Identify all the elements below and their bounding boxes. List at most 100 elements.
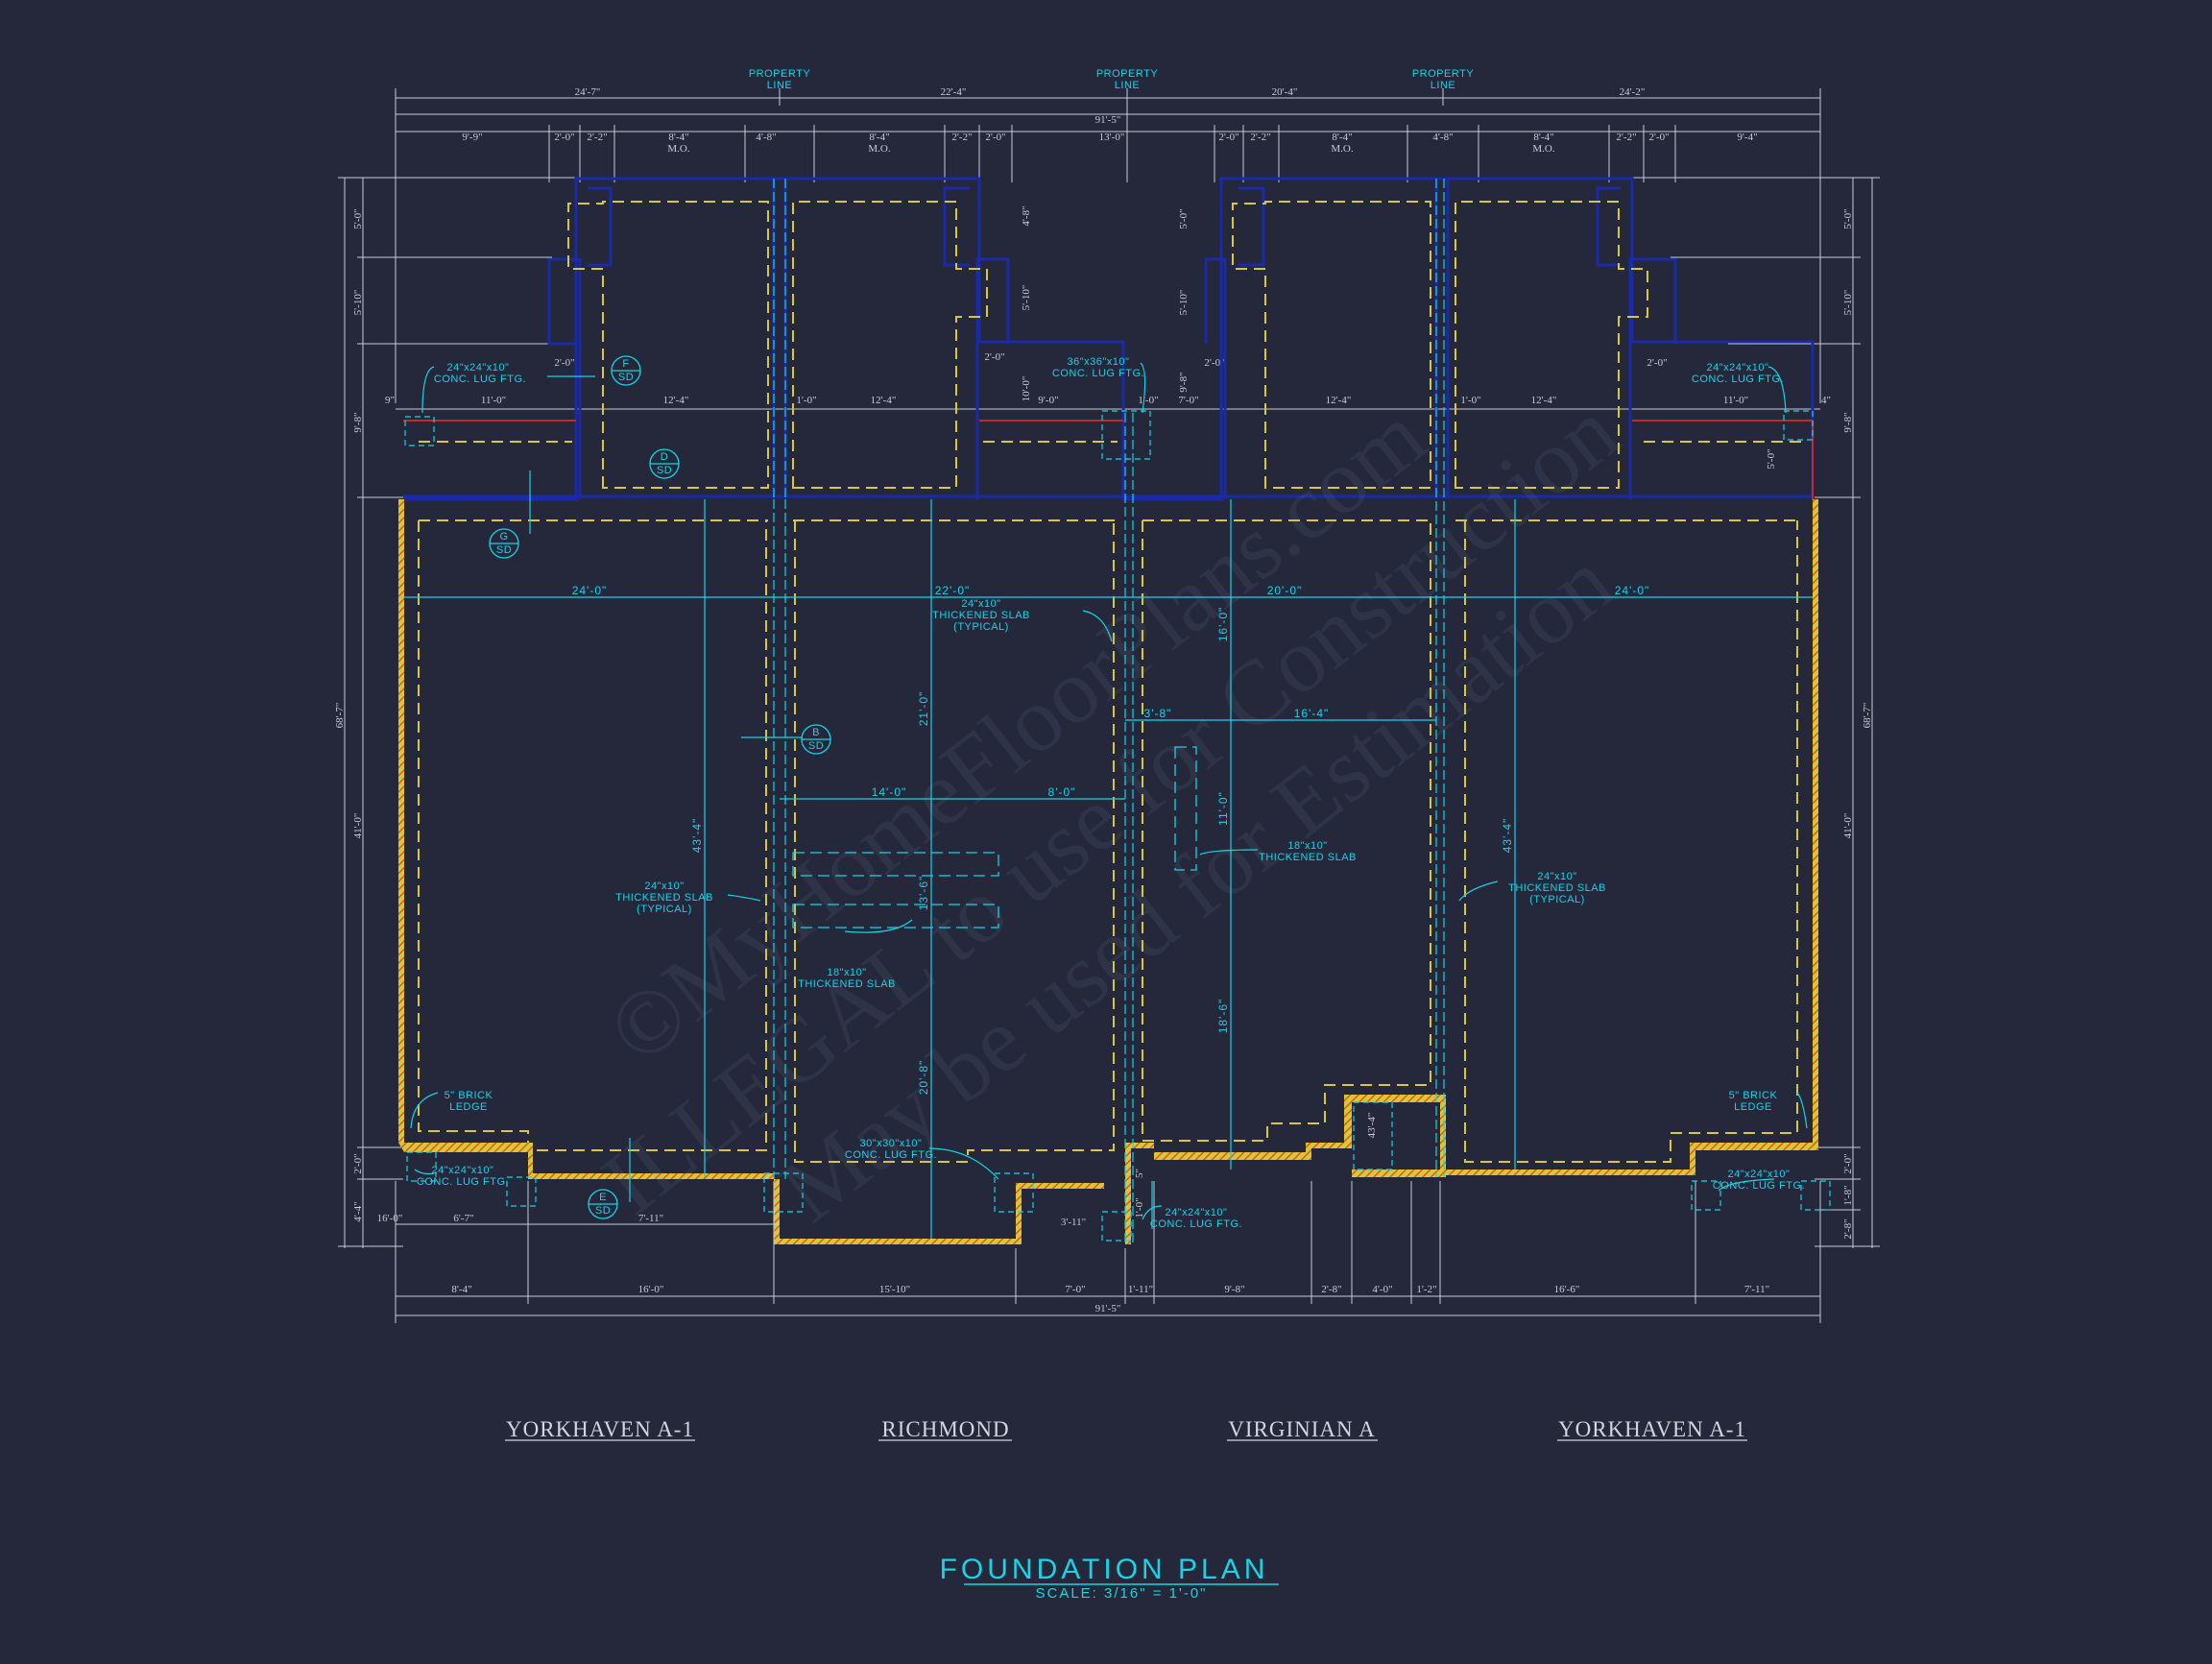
party-wall-lines — [773, 179, 1445, 1244]
left-dimension-strings — [338, 177, 576, 1248]
lug-footing-label: CONC. LUG FTG. — [845, 1149, 937, 1161]
dimension-text: 24'-7" — [575, 86, 601, 98]
property-line-label: PROPERTY — [1096, 68, 1158, 80]
lug-footing-label: 24"x24"x10" — [432, 1165, 494, 1176]
dimension-text: 43'-4" — [1366, 1113, 1378, 1139]
section-marks — [489, 355, 831, 1219]
dimension-text: 12'-4" — [1531, 395, 1557, 406]
dimension-text: 9'-0" — [1038, 395, 1058, 406]
dimension-text: 1'-0" — [796, 395, 816, 406]
garage-dimension-text: 24'-0" 22'-0" 20'-0" 24'-0" 21'-0" 14'-0… — [572, 584, 1650, 1096]
brick-ledge-label: LEDGE — [1734, 1101, 1772, 1113]
dimension-text: 10'-0" — [1021, 376, 1032, 402]
dimension-text: 9" — [385, 395, 395, 406]
dimension-text: 16'-0" — [638, 1284, 664, 1295]
dimension-text: 4" — [1821, 395, 1831, 406]
dimension-text: 22'-0" — [935, 584, 971, 597]
dimension-text: 2'-0" — [554, 357, 574, 369]
brick-ledge-label: LEDGE — [449, 1101, 488, 1113]
dimension-text: 2'-0" — [985, 132, 1005, 143]
lug-footing-label: CONC. LUG FTG. — [1713, 1180, 1805, 1192]
dimension-text: 5'-10" — [352, 290, 364, 316]
section-mark-ref: SD — [496, 544, 512, 556]
dimension-text: 43'-4" — [690, 818, 704, 854]
watermark: ©MyHomeFloorPlans.com ILLEGAL to use for… — [584, 379, 1637, 1242]
thickened-slab-label: THICKENED SLAB — [615, 892, 713, 904]
dimension-text: 7'-11" — [638, 1213, 663, 1224]
dimension-text: 2'-2" — [587, 132, 607, 143]
dimension-text: 8'-4" — [1533, 132, 1553, 143]
dimension-text: 14'-0" — [872, 785, 907, 799]
dimension-text: 2'-0" — [1648, 132, 1669, 143]
dimension-text: M.O. — [868, 143, 890, 155]
dimension-text: 8'-4" — [451, 1284, 471, 1295]
dimension-text: M.O. — [667, 143, 689, 155]
dimension-text: 24'-0" — [1615, 584, 1650, 597]
thickened-slab-label: 24"x10" — [644, 880, 684, 892]
unit-name-label: YORKHAVEN A-1 — [1558, 1417, 1746, 1441]
thickened-slab-label: THICKENED SLAB — [798, 978, 896, 990]
dimension-text: 8'-4" — [1332, 132, 1352, 143]
dimension-text: 1'-8" — [1842, 1185, 1854, 1205]
top-dimension-strings — [395, 88, 1821, 403]
property-line-label: LINE — [1115, 80, 1140, 91]
dimension-text: 41'-0" — [1842, 813, 1854, 839]
dimension-text: 13'-6" — [917, 876, 930, 911]
dimension-text: 2'-8" — [1321, 1284, 1341, 1295]
dimension-text: 16'-0" — [377, 1213, 403, 1224]
top-row-dimension-text: 9'-9" 2'-0" 2'-2" 8'-4" M.O. 4'-8" 8'-4"… — [462, 132, 1757, 155]
dimension-text: 2'-0" — [1218, 132, 1238, 143]
thickened-slab-label: 18"x10" — [827, 967, 866, 978]
dimension-text: 7'-11" — [1744, 1284, 1769, 1295]
callout-leaders — [410, 362, 1808, 1220]
section-mark-letter: B — [812, 727, 820, 738]
porch-dimension-text: 9" 11'-0" 12'-4" 1'-0" 12'-4" 9'-0" 1'-0… — [385, 205, 1831, 469]
dimension-text: 6'-7" — [453, 1213, 473, 1224]
dimension-text: 11'-0" — [1723, 395, 1748, 406]
dimension-text: 5'-10" — [1178, 290, 1190, 316]
dimension-text: 4'-8" — [1432, 132, 1453, 143]
lug-footing-label: CONC. LUG FTG. — [1150, 1218, 1242, 1230]
dimension-text: 4'-0" — [1372, 1284, 1392, 1295]
section-mark-ref: SD — [657, 465, 672, 476]
lug-footing-label: CONC. LUG FTG. — [417, 1176, 509, 1188]
dimension-text: 9'-4" — [1737, 132, 1757, 143]
dimension-text: 12'-4" — [871, 395, 897, 406]
dimension-text: 2'-0" — [1204, 357, 1224, 369]
dimension-text: 1'-0" — [1134, 1197, 1145, 1218]
dimension-text: 2'-0" — [554, 132, 574, 143]
dimension-text: 20'-8" — [917, 1060, 930, 1096]
lug-footing-label: 24"x24"x10" — [1728, 1169, 1791, 1180]
dimension-text: 5'-0" — [352, 208, 364, 229]
dimension-text: 21'-0" — [917, 691, 930, 727]
dimension-text: 5'-0" — [1842, 208, 1854, 229]
section-mark-letter: E — [599, 1192, 607, 1203]
garage-dimension-lines — [403, 499, 1813, 1239]
dimension-text: 20'-0" — [1267, 584, 1303, 597]
thickened-slab-label: THICKENED SLAB — [932, 610, 1030, 621]
property-line-label: LINE — [1431, 80, 1455, 91]
dimension-text: 4'-8" — [756, 132, 776, 143]
section-mark-text: F SD D SD G SD B SD E SD — [496, 358, 824, 1217]
section-mark-ref: SD — [808, 740, 824, 752]
dimension-text: 3'-8" — [1144, 707, 1172, 720]
footing-dashed-lines — [418, 201, 1805, 1163]
section-mark-letter: D — [661, 451, 668, 463]
lug-footing-label: 24"x24"x10" — [1166, 1207, 1228, 1218]
dimension-text: 5'-0" — [1178, 208, 1190, 229]
dimension-text: 12'-4" — [663, 395, 689, 406]
dimension-text: 20'-4" — [1272, 86, 1298, 98]
property-line-labels: PROPERTY LINE PROPERTY LINE PROPERTY LIN… — [749, 68, 1474, 91]
dimension-text: 24'-2" — [1620, 86, 1646, 98]
dimension-text: 91'-5" — [1095, 1303, 1121, 1314]
dimension-text: 7'-0" — [1065, 1284, 1085, 1295]
thickened-slab-bands — [792, 746, 1197, 928]
dimension-text: 41'-0" — [352, 813, 364, 839]
dimension-text: 9'-9" — [462, 132, 482, 143]
right-dimension-strings — [1632, 177, 1880, 1248]
dimension-text: 91'-5" — [1095, 114, 1121, 126]
dimension-text: 2'-2" — [951, 132, 972, 143]
section-mark-letter: G — [499, 531, 508, 543]
dimension-text: 3'-11" — [1061, 1217, 1086, 1228]
